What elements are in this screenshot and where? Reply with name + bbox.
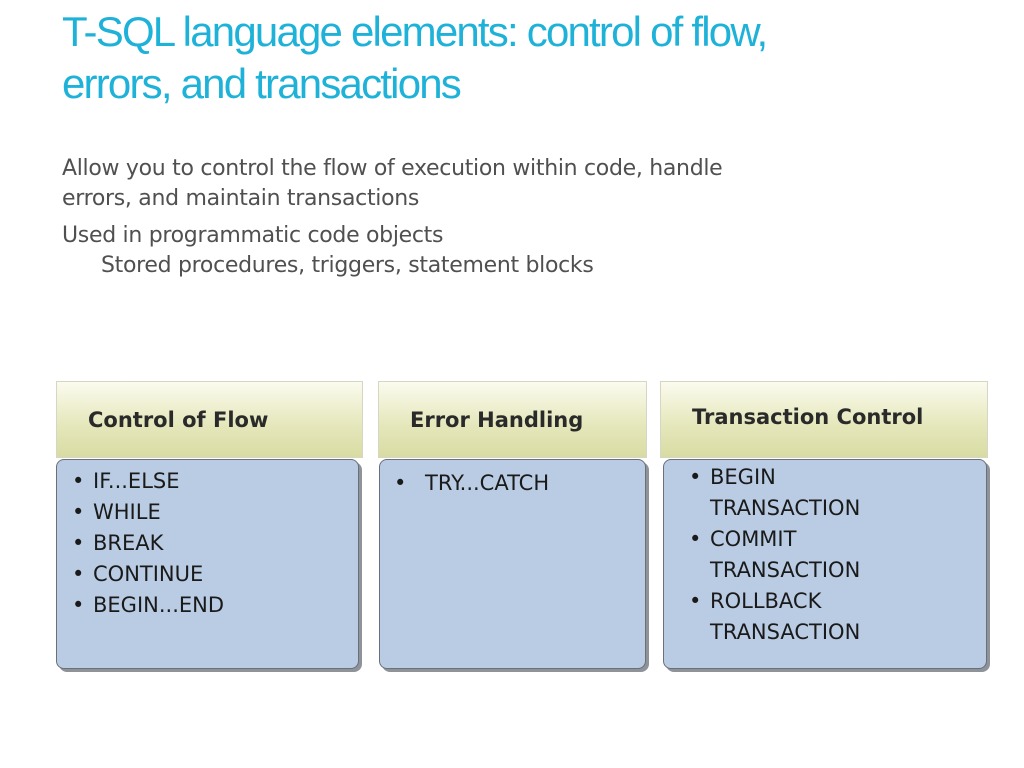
transaction-control-list: • BEGIN TRANSACTION • COMMIT TRANSACTION… — [689, 462, 986, 648]
list-item: •CONTINUE — [72, 559, 358, 590]
bullet-dot: • — [689, 589, 702, 613]
slide-title-line-1: T-SQL language elements: control of flow… — [62, 8, 768, 55]
bullet-dot: • — [394, 471, 407, 495]
slide-title-line-2: errors, and transactions — [62, 60, 462, 107]
bullet-dot: • — [72, 500, 85, 524]
bullet-programmatic-code: Used in programmatic code objects — [62, 221, 882, 251]
sub-bullet-code-objects: Stored procedures, triggers, statement b… — [101, 253, 594, 278]
card-header-control-of-flow: Control of Flow — [56, 381, 363, 458]
card-header-error-handling: Error Handling — [378, 381, 647, 458]
list-item: • BEGIN TRANSACTION — [689, 462, 986, 524]
list-item: • ROLLBACK TRANSACTION — [689, 586, 986, 648]
bullet-dot: • — [72, 469, 85, 493]
bullet-line: errors, and maintain transactions — [62, 186, 420, 211]
card-body-error-handling: •TRY...CATCH — [379, 459, 646, 669]
control-of-flow-list: •IF...ELSE •WHILE •BREAK •CONTINUE •BEGI… — [72, 466, 358, 621]
bullet-dot: • — [72, 562, 85, 586]
slide-title: T-SQL language elements: control of flow… — [62, 6, 962, 110]
list-item: • COMMIT TRANSACTION — [689, 524, 986, 586]
bullet-line: Used in programmatic code objects — [62, 223, 444, 248]
card-header-label: Transaction Control — [692, 404, 924, 429]
bullet-dot: • — [72, 593, 85, 617]
card-header-label: Control of Flow — [88, 407, 269, 432]
list-item: •IF...ELSE — [72, 466, 358, 497]
list-item: •TRY...CATCH — [394, 468, 645, 499]
bullet-dot: • — [689, 465, 702, 489]
error-handling-list: •TRY...CATCH — [394, 468, 645, 499]
bullet-dot: • — [689, 527, 702, 551]
list-item: •WHILE — [72, 497, 358, 528]
card-header-transaction-control: Transaction Control — [660, 381, 988, 458]
list-item: •BREAK — [72, 528, 358, 559]
slide-bullets: Allow you to control the flow of executi… — [62, 154, 882, 281]
card-header-label: Error Handling — [410, 407, 584, 432]
bullet-dot: • — [72, 531, 85, 555]
card-body-transaction-control: • BEGIN TRANSACTION • COMMIT TRANSACTION… — [663, 459, 987, 669]
bullet-control-flow-description: Allow you to control the flow of executi… — [62, 154, 882, 214]
bullet-line: Allow you to control the flow of executi… — [62, 156, 723, 181]
list-item: •BEGIN...END — [72, 590, 358, 621]
card-body-control-of-flow: •IF...ELSE •WHILE •BREAK •CONTINUE •BEGI… — [56, 459, 359, 669]
